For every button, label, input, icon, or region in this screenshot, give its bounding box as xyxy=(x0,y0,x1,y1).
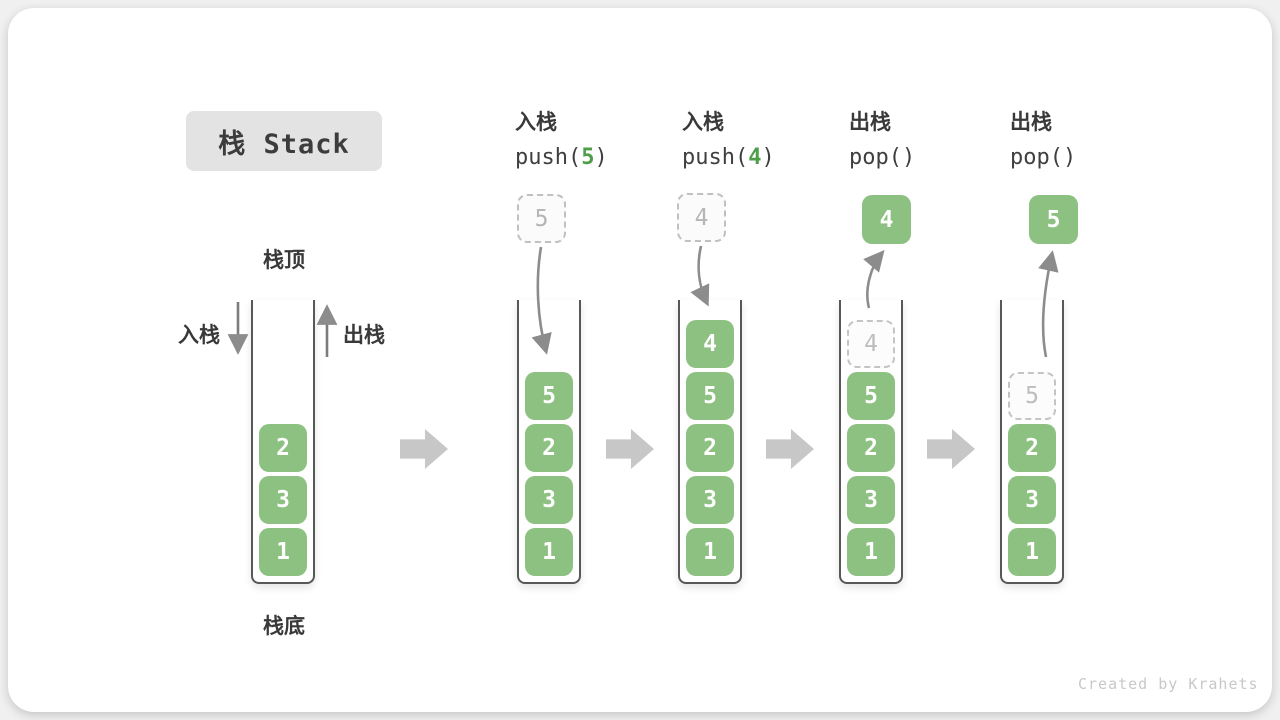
stack-item: 1 xyxy=(1008,528,1056,576)
push-side-label: 入栈 xyxy=(178,323,220,347)
stack-item: 3 xyxy=(525,476,573,524)
code-pre: pop( xyxy=(849,145,902,170)
op-caption-code: push(5) xyxy=(515,145,685,170)
pop-side-label: 出栈 xyxy=(343,323,385,347)
incoming-element-box: 5 xyxy=(517,194,566,243)
op-caption-cn: 出栈 xyxy=(849,110,891,134)
stack-item: 1 xyxy=(847,528,895,576)
code-post: ) xyxy=(761,145,775,170)
op-caption-cn: 入栈 xyxy=(682,110,724,134)
popped-element-box: 4 xyxy=(862,195,911,244)
op-caption-push5: 入栈 push(5) xyxy=(515,106,685,170)
stack-item: 3 xyxy=(1008,476,1056,524)
watermark: Created by Krahets xyxy=(1078,675,1259,693)
stack-item: 1 xyxy=(259,528,307,576)
stack-item: 2 xyxy=(686,424,734,472)
diagram-title: 栈 Stack xyxy=(186,111,382,171)
popped-element-box: 5 xyxy=(1029,195,1078,244)
op-caption-cn: 出栈 xyxy=(1010,110,1052,134)
code-pre: push( xyxy=(682,145,749,170)
stack-item: 1 xyxy=(686,528,734,576)
stack-item: 2 xyxy=(525,424,573,472)
op-caption-cn: 入栈 xyxy=(515,110,557,134)
code-pre: push( xyxy=(515,145,582,170)
code-arg: 5 xyxy=(581,145,595,170)
op-caption-pop2: 出栈 pop() xyxy=(1010,106,1180,170)
stack-item: 2 xyxy=(847,424,895,472)
stack-item: 5 xyxy=(525,372,573,420)
op-caption-pop1: 出栈 pop() xyxy=(849,106,1019,170)
op-caption-code: pop() xyxy=(1010,145,1180,170)
stack-item-ghost: 5 xyxy=(1008,372,1056,420)
incoming-element-box: 4 xyxy=(677,193,726,242)
code-post: ) xyxy=(594,145,608,170)
op-caption-code: push(4) xyxy=(682,145,852,170)
stack-item: 3 xyxy=(259,476,307,524)
stack-item-ghost: 4 xyxy=(847,320,895,368)
stack-item: 3 xyxy=(686,476,734,524)
stack-item: 2 xyxy=(259,424,307,472)
stack-bottom-label: 栈底 xyxy=(263,614,305,638)
code-post: ) xyxy=(901,145,916,170)
stack-item: 1 xyxy=(525,528,573,576)
code-post: ) xyxy=(1062,145,1077,170)
code-pre: pop( xyxy=(1010,145,1063,170)
stack-item: 2 xyxy=(1008,424,1056,472)
stack-item: 5 xyxy=(686,372,734,420)
stack-item: 5 xyxy=(847,372,895,420)
op-caption-push4: 入栈 push(4) xyxy=(682,106,852,170)
code-arg: 4 xyxy=(748,145,762,170)
stack-top-label: 栈顶 xyxy=(263,248,305,272)
stack-item: 3 xyxy=(847,476,895,524)
op-caption-code: pop() xyxy=(849,145,1019,170)
stack-item: 4 xyxy=(686,320,734,368)
